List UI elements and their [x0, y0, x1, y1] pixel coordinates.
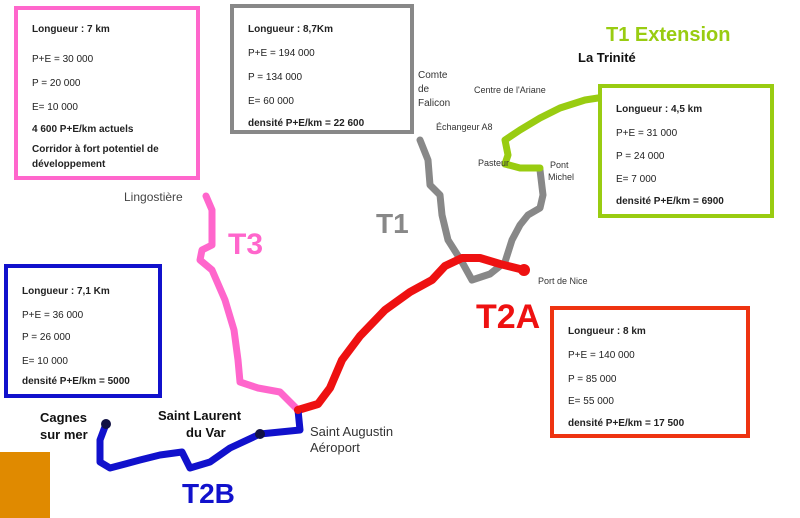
t2a-e: E= 55 000 [568, 396, 614, 407]
saint-augustin-stop [294, 406, 302, 414]
saint-augustin-label-2: Aéroport [310, 440, 360, 455]
t2a-density: densité P+E/km = 17 500 [568, 418, 685, 429]
t3-label: T3 [228, 228, 264, 261]
la-trinite-label: La Trinité [578, 50, 636, 65]
lingostiere-label: Lingostière [124, 190, 183, 204]
pont-michel-label-1: Pont [550, 160, 569, 170]
t1-pe: P+E = 194 000 [248, 48, 315, 59]
t1-info-box: Longueur : 8,7Km P+E = 194 000 P = 134 0… [230, 4, 414, 134]
t1ext-pe: P+E = 31 000 [616, 128, 678, 139]
t1-route-line [416, 136, 547, 284]
t2b-pe: P+E = 36 000 [22, 310, 84, 321]
comte-de-falicon-label-1: Comte [418, 70, 448, 81]
t2a-pe: P+E = 140 000 [568, 350, 635, 361]
comte-de-falicon-label-3: Falicon [418, 98, 451, 109]
t1-extension-info-box: Longueur : 4,5 km P+E = 31 000 P = 24 00… [598, 84, 774, 218]
t1-extension-label: T1 Extension [606, 24, 731, 46]
corner-square [0, 452, 50, 518]
port-de-nice-label: Port de Nice [538, 276, 588, 286]
t1ext-density: densité P+E/km = 6900 [616, 196, 724, 207]
t3-current: 4 600 P+E/km actuels [32, 124, 134, 135]
saint-augustin-label-1: Saint Augustin [310, 424, 394, 439]
t1-e: E= 60 000 [248, 96, 294, 107]
t2a-label: T2A [476, 298, 541, 336]
t1-extension-branch-line [501, 160, 544, 172]
pasteur-label: Pasteur [478, 158, 510, 168]
port-de-nice-stop [518, 264, 530, 276]
centre-ariane-label: Centre de l'Ariane [474, 85, 546, 95]
comte-de-falicon-label-2: de [418, 84, 430, 95]
t1-p: P = 134 000 [248, 72, 303, 83]
cagnes-label-2: sur mer [40, 427, 88, 442]
t1ext-e: E= 7 000 [616, 174, 657, 185]
t2b-info-box: Longueur : 7,1 Km P+E = 36 000 P = 26 00… [4, 264, 162, 398]
t2a-info-box: Longueur : 8 km P+E = 140 000 P = 85 000… [550, 306, 750, 438]
cagnes-label-1: Cagnes [40, 410, 87, 425]
t1-label: T1 [376, 208, 409, 239]
t3-corridor-1: Corridor à fort potentiel de [32, 144, 159, 155]
t1-density: densité P+E/km = 22 600 [248, 118, 365, 129]
t2b-e: E= 10 000 [22, 356, 68, 367]
t2b-length: Longueur : 7,1 Km [22, 286, 110, 297]
t2b-density: densité P+E/km = 5000 [22, 376, 130, 387]
t2a-route-line [294, 254, 528, 414]
t2b-p: P = 26 000 [22, 332, 71, 343]
t1ext-p: P = 24 000 [616, 151, 665, 162]
saint-laurent-label-2: du Var [186, 425, 226, 440]
saint-laurent-label-1: Saint Laurent [158, 408, 242, 423]
t2b-label: T2B [182, 478, 235, 509]
t3-length: Longueur : 7 km [32, 24, 110, 35]
echangeur-a8-label: Échangeur A8 [436, 122, 493, 132]
saint-laurent-stop [255, 429, 265, 439]
pont-michel-label-2: Michel [548, 172, 575, 182]
t3-route-line [196, 192, 302, 414]
t1-extension-route-line [501, 94, 602, 168]
t1ext-length: Longueur : 4,5 km [616, 104, 703, 115]
t2a-length: Longueur : 8 km [568, 326, 646, 337]
t1-length: Longueur : 8,7Km [248, 24, 334, 35]
t3-info-box: Longueur : 7 km P+E = 30 000 P = 20 000 … [14, 6, 200, 180]
t3-e: E= 10 000 [32, 102, 78, 113]
t3-pe: P+E = 30 000 [32, 54, 94, 65]
t3-p: P = 20 000 [32, 78, 81, 89]
t2a-p: P = 85 000 [568, 374, 617, 385]
t3-corridor-2: développement [32, 159, 106, 170]
cagnes-stop [101, 419, 111, 429]
